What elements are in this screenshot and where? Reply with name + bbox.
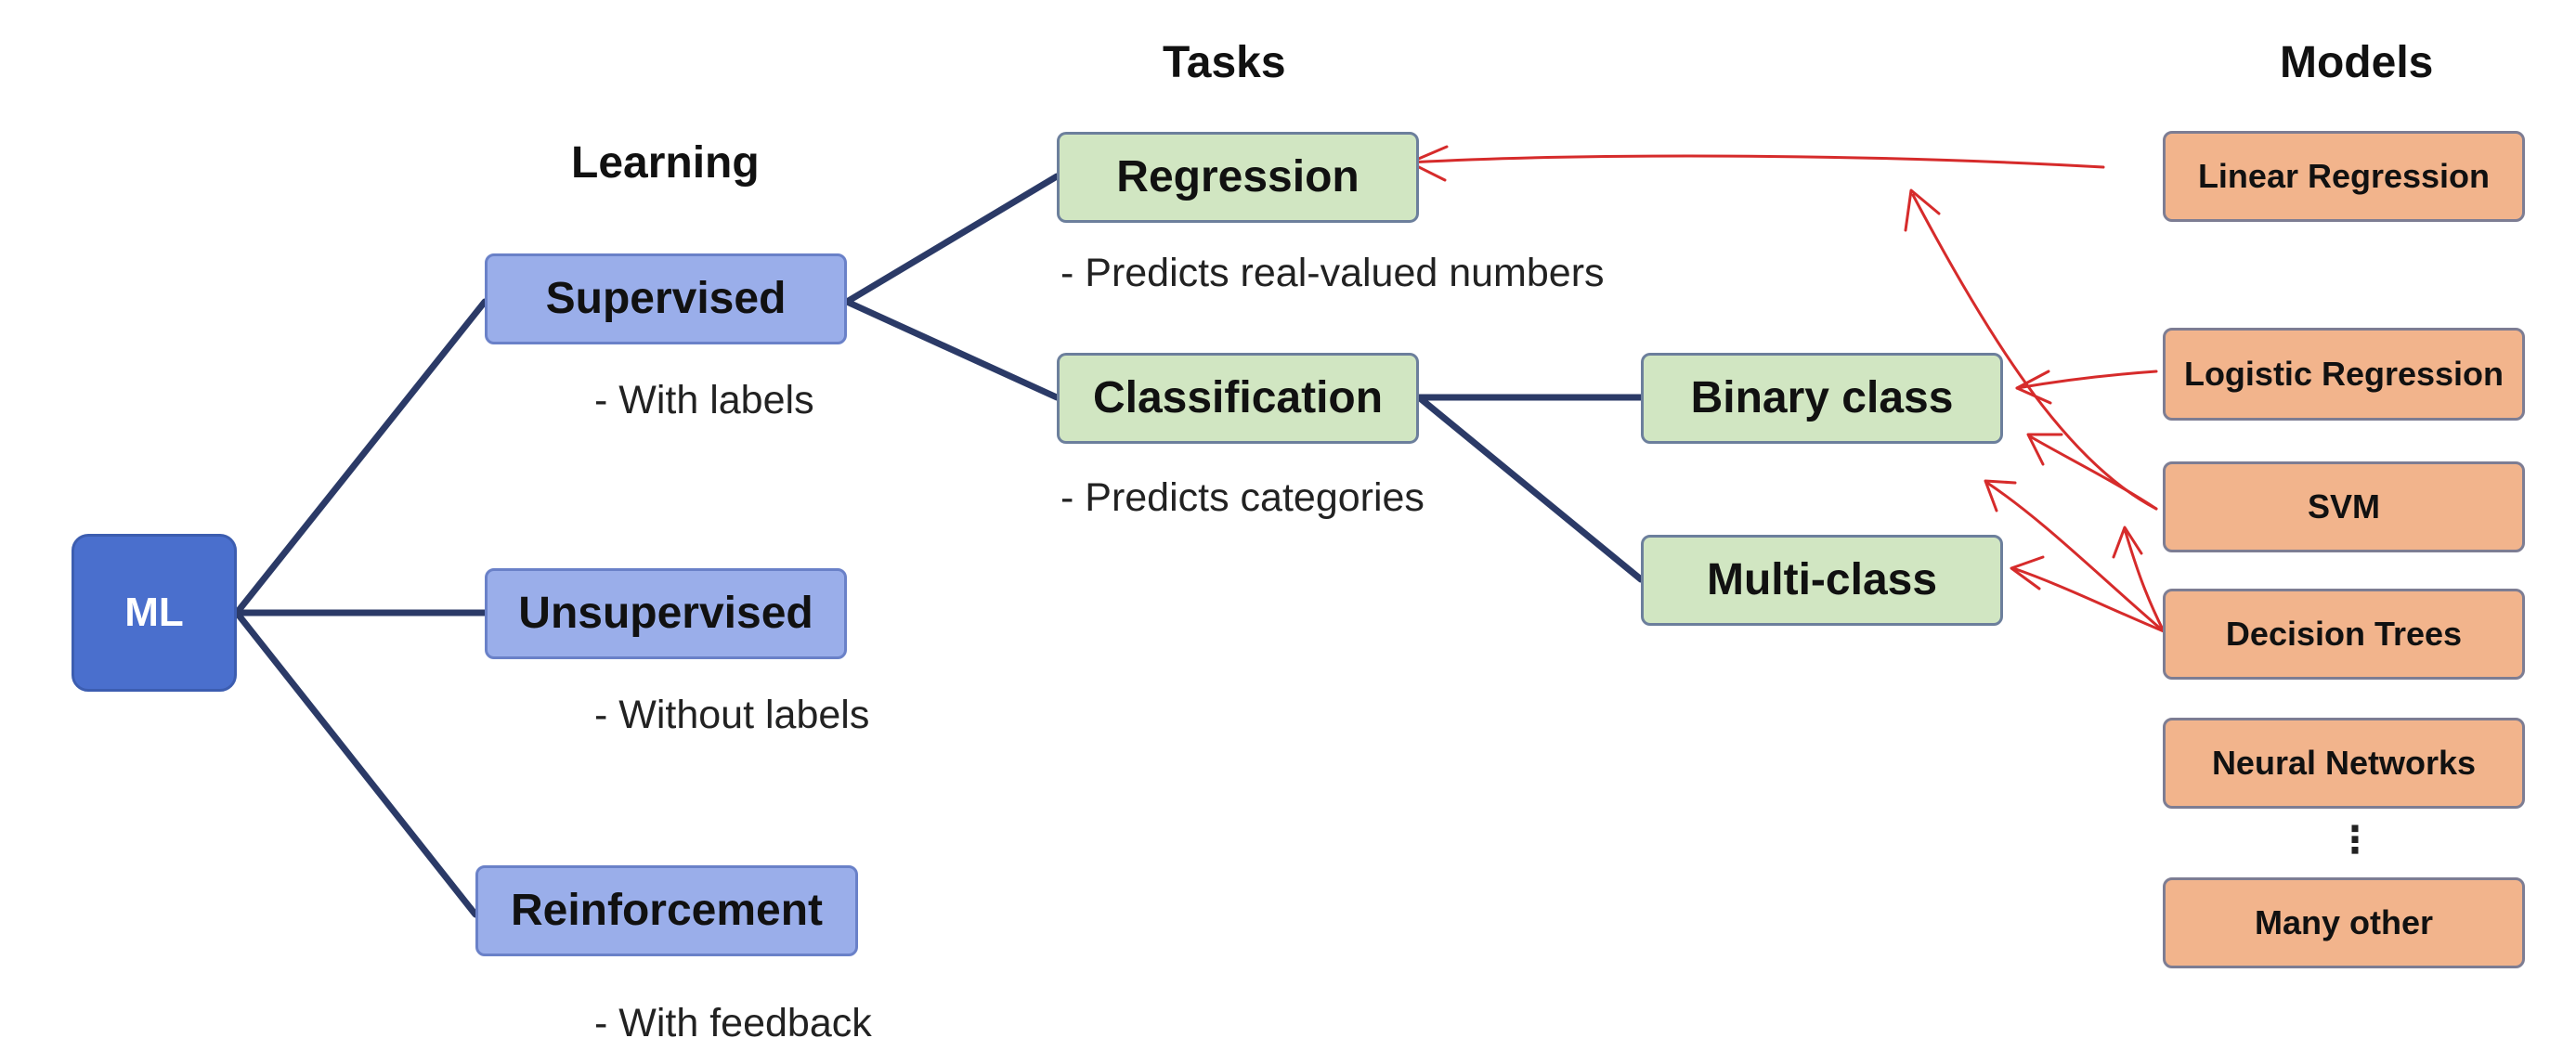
heading-models: Models [2280, 38, 2434, 87]
classification-node: Classification [1057, 353, 1419, 444]
multi-class-node: Multi-class [1641, 535, 2003, 626]
model-neural-networks: Neural Networks [2163, 718, 2525, 809]
ml-root-node: ML [72, 534, 237, 692]
model-svm: SVM [2163, 461, 2525, 552]
arrowhead-dt-up [2112, 526, 2143, 559]
unsupervised-note: - Without labels [594, 693, 870, 737]
model-many-other: Many other [2163, 877, 2525, 968]
model-linear-regression: Linear Regression [2163, 131, 2525, 222]
arrow-logistic-to-binary-class [2015, 370, 2158, 390]
line-ml-reinforcement [233, 609, 479, 918]
arrow-svm-to-binary [2028, 435, 2158, 511]
model-decision-trees: Decision Trees [2163, 589, 2525, 680]
line-classification-multiclass [1415, 394, 1645, 583]
regression-node: Regression [1057, 132, 1419, 223]
models-ellipsis: ⋮ [2336, 820, 2374, 861]
regression-note: - Predicts real-valued numbers [1060, 251, 1605, 295]
supervised-note: - With labels [594, 378, 814, 422]
line-ml-supervised [233, 298, 488, 616]
line-supervised-regression [843, 173, 1060, 305]
arrowhead-binary-svm [2026, 433, 2063, 466]
classification-note: - Predicts categories [1060, 475, 1425, 520]
arrowhead-binary-dt [1984, 479, 2017, 513]
line-supervised-classification [843, 298, 1060, 401]
reinforcement-node: Reinforcement [475, 865, 858, 956]
heading-learning: Learning [571, 138, 760, 188]
arrow-dt-to-binary [1985, 481, 2166, 633]
model-logistic-regression: Logistic Regression [2163, 328, 2525, 421]
supervised-node: Supervised [485, 253, 847, 344]
arrow-linear-to-regression [1408, 154, 2105, 169]
arrow-dt-to-multiclass [2011, 566, 2166, 633]
binary-class-node: Binary class [1641, 353, 2003, 444]
arrowhead-regression-svm [1904, 188, 1941, 232]
arrow-dt-up [2123, 527, 2166, 633]
heading-tasks: Tasks [1163, 38, 1286, 87]
unsupervised-node: Unsupervised [485, 568, 847, 659]
arrowhead-multiclass-dt [2010, 555, 2045, 590]
arrow-svm-to-regression [1911, 193, 2158, 511]
reinforcement-note: - With feedback [594, 1001, 872, 1045]
arrowhead-binary-logistic [2015, 370, 2052, 405]
